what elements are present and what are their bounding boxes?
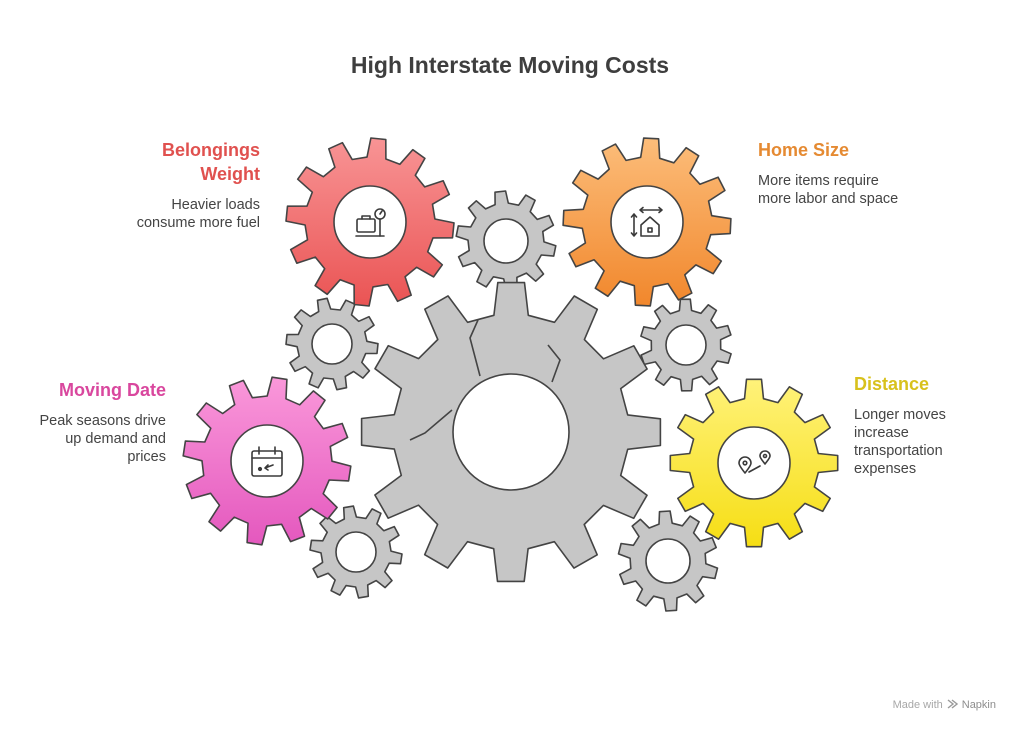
moving-date-item: Moving Date Peak seasons drive up demand… [26, 378, 166, 466]
moving-date-description: Peak seasons drive up demand and prices [26, 412, 166, 466]
belongings-weight-title: Belongings Weight [110, 138, 260, 186]
central-gear [362, 283, 661, 582]
home-size-description: More items require more labor and space [758, 172, 908, 208]
napkin-brand-label: Napkin [962, 699, 996, 711]
belongings-weight-gear [286, 138, 454, 306]
footer: Made with Napkin [893, 698, 996, 712]
page-title: High Interstate Moving Costs [0, 52, 1020, 79]
home-size-gear [563, 138, 731, 306]
home-size-item: Home Size More items require more labor … [758, 138, 908, 208]
distance-description: Longer moves increase transportation exp… [854, 406, 974, 478]
belongings-weight-description: Heavier loads consume more fuel [110, 196, 260, 232]
small-gear-left [286, 298, 378, 389]
distance-item: Distance Longer moves increase transport… [854, 372, 974, 478]
distance-title: Distance [854, 372, 974, 396]
small-gear-bottom-right [619, 511, 718, 611]
napkin-logo-icon [947, 698, 958, 712]
small-gear-top [456, 191, 556, 291]
small-gear-bottom-left [310, 506, 402, 598]
small-gear-right [641, 299, 731, 391]
belongings-weight-item: Belongings Weight Heavier loads consume … [110, 138, 260, 232]
made-with-label: Made with [893, 699, 943, 711]
home-size-title: Home Size [758, 138, 908, 162]
moving-date-title: Moving Date [26, 378, 166, 402]
